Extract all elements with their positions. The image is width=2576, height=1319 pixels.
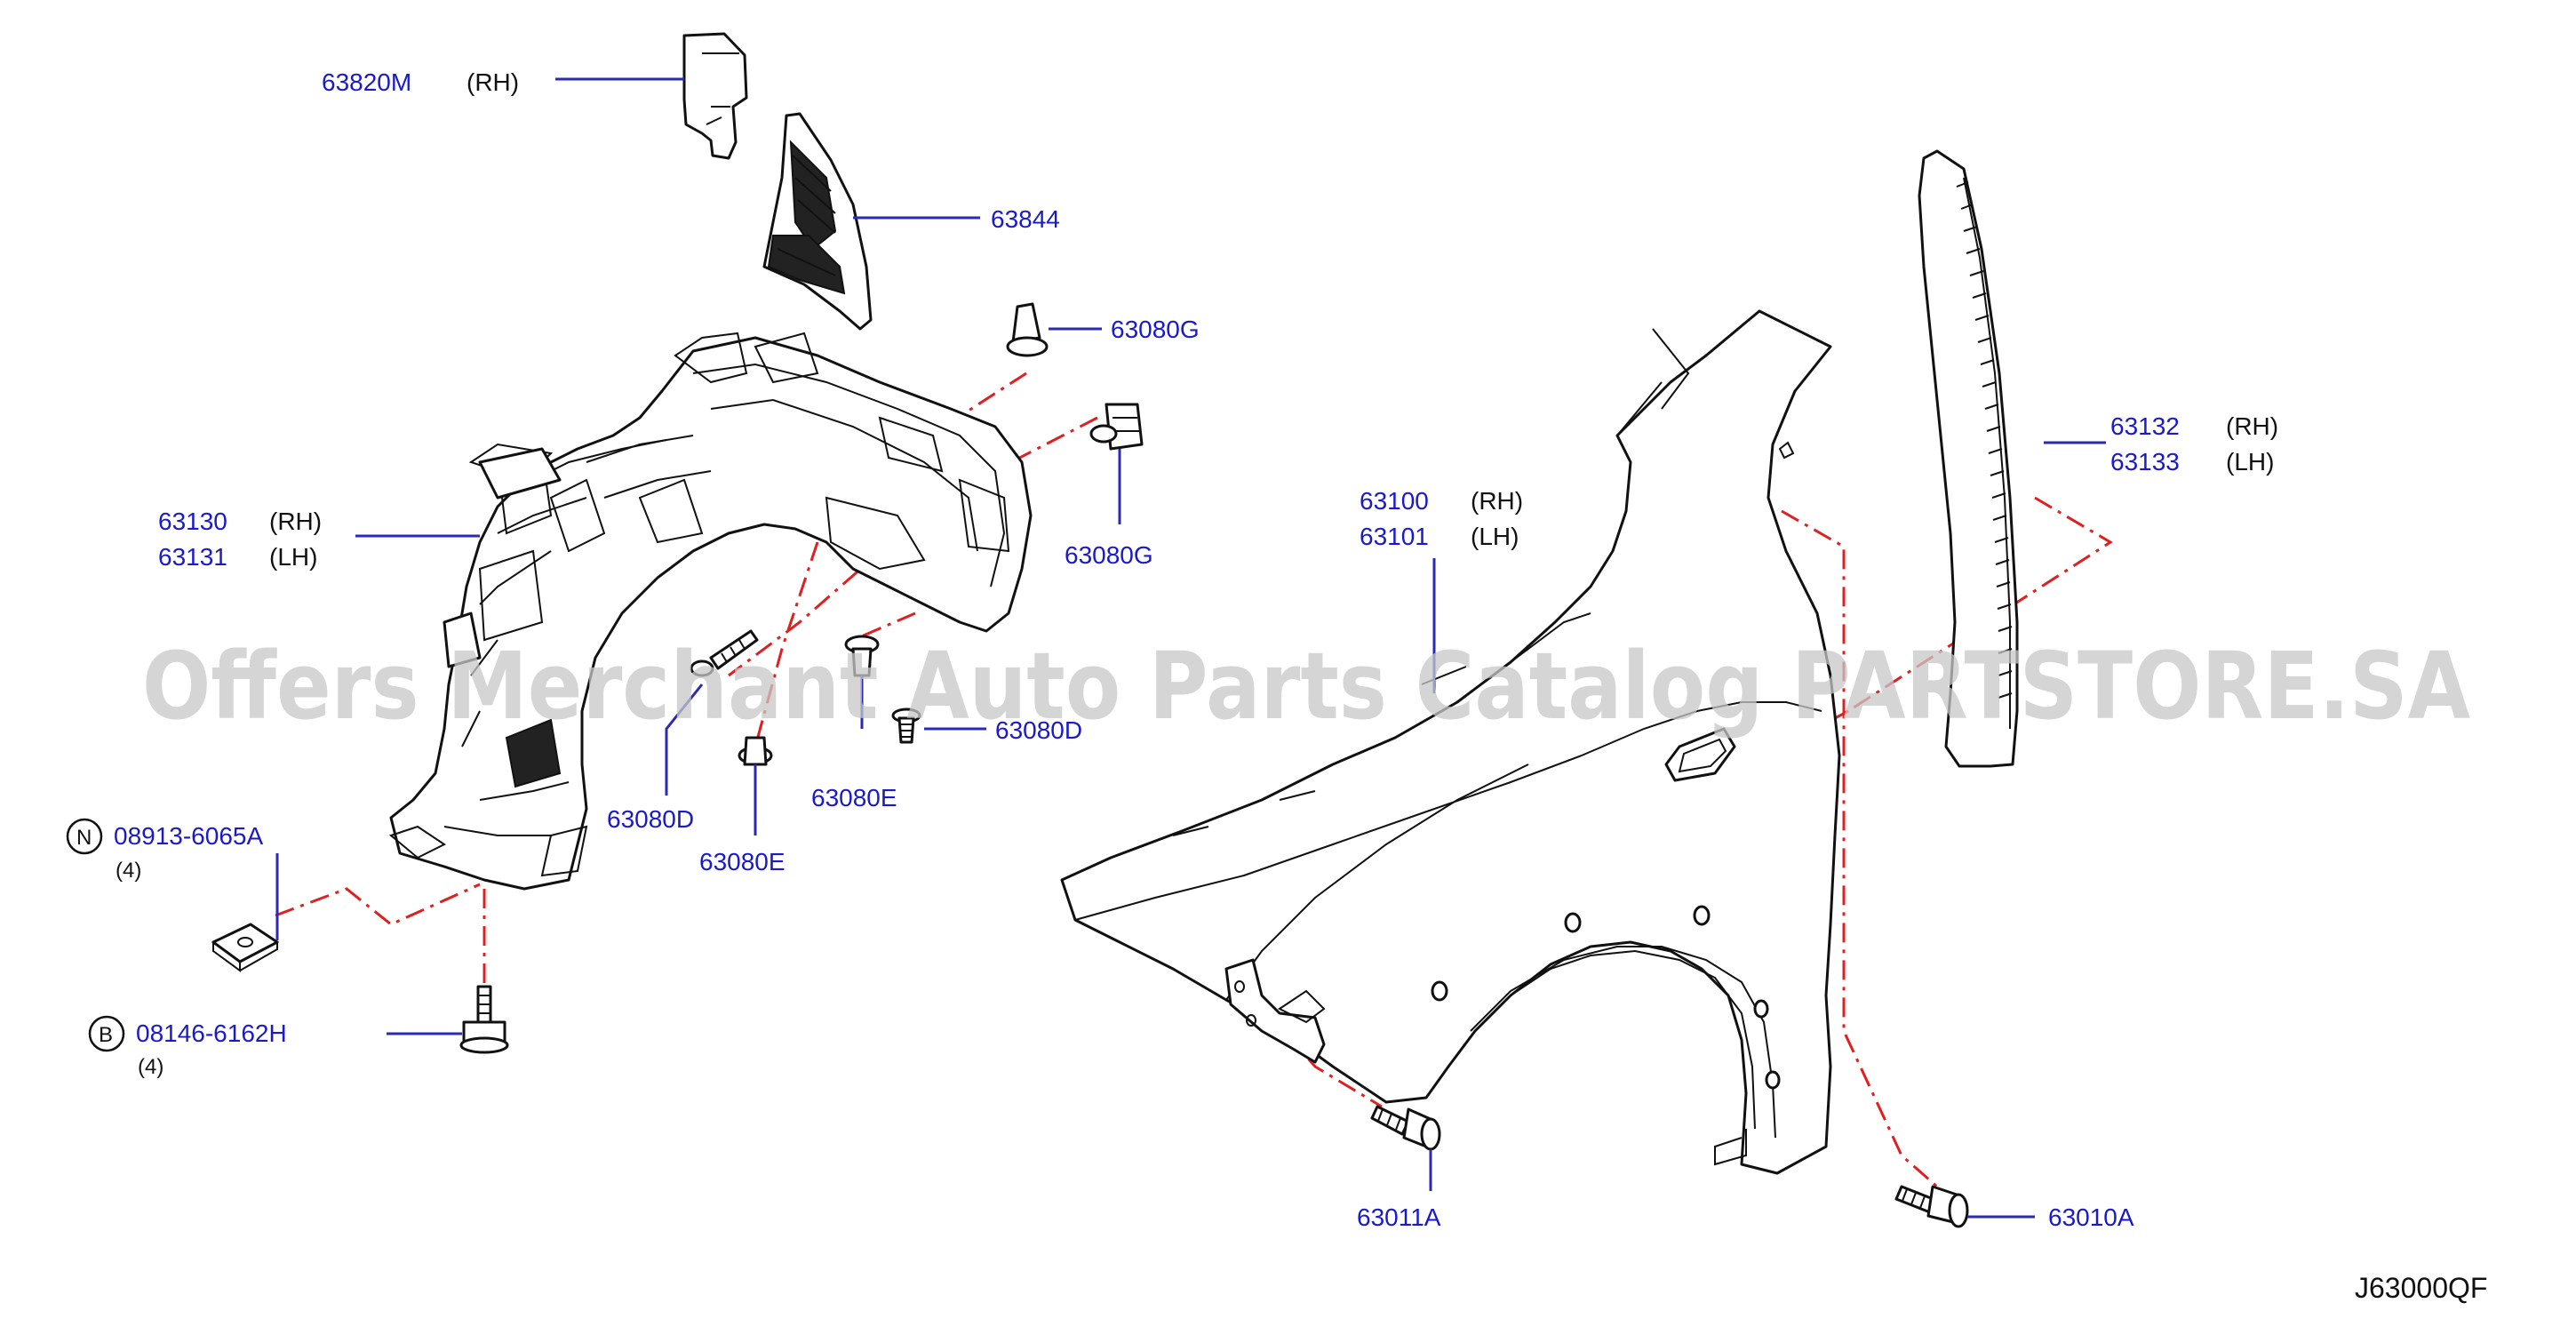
clip-63080E-low [738,736,773,766]
callout-63080E-mid[interactable]: 63080E [811,784,897,811]
bolt-63010A [1894,1185,1969,1228]
leader-lines [275,77,2106,1219]
fender-liner-63130 [388,332,1033,891]
part-number-63132[interactable]: 63132 [2110,412,2180,440]
diagram-code: J63000QF [2355,1272,2487,1304]
part-number-08146-6162H[interactable]: 08146-6162H [136,1019,287,1047]
side-63820M: (RH) [467,68,519,96]
side-63132: (RH) [2226,412,2278,440]
callout-63130[interactable]: 63130 (RH) 63131 (LH) [158,508,322,571]
b-prefix: B [99,1023,113,1047]
part-number-63844[interactable]: 63844 [991,205,1060,233]
callout-63080G-mid[interactable]: 63080G [1065,541,1153,569]
callout-63080E-low[interactable]: 63080E [699,848,786,875]
duct-grille-63844 [762,112,873,331]
fender-seal-63132 [1918,149,2019,768]
part-number-63820M[interactable]: 63820M [322,68,411,96]
front-fender-63100 [1060,309,1841,1175]
b-circle-icon [88,1015,125,1052]
bolt-08146-6162H [459,985,509,1054]
part-number-63080G-top[interactable]: 63080G [1111,316,1200,343]
screw-63080D-right [891,707,921,744]
part-number-63100[interactable]: 63100 [1360,487,1429,515]
part-number-63080G-mid[interactable]: 63080G [1065,541,1153,569]
side-63131: (LH) [269,543,317,571]
callout-63820M[interactable]: 63820M (RH) [322,68,519,96]
side-63101: (LH) [1471,523,1519,550]
watermark-text: Offers Merchant Auto Parts Catalog PARTS… [142,632,2470,740]
n-prefix: N [76,826,92,850]
callout-63011A[interactable]: 63011A [1357,1203,1441,1231]
part-number-08913-6065A[interactable]: 08913-6065A [114,822,263,850]
callout-63080D-left[interactable]: 63080D [607,805,694,833]
screw-63080D-left [690,629,759,677]
part-number-63130[interactable]: 63130 [158,508,227,535]
part-number-63080D-right[interactable]: 63080D [995,716,1082,744]
side-63130: (RH) [269,508,322,535]
n-circle-icon [66,818,103,855]
qty-08913-6065A: (4) [116,859,141,883]
side-63133: (LH) [2226,448,2274,476]
part-number-63101[interactable]: 63101 [1360,523,1429,550]
part-number-63080D-left[interactable]: 63080D [607,805,694,833]
part-number-63080E-low[interactable]: 63080E [699,848,786,875]
callout-08913-6065A[interactable]: N 08913-6065A (4) [66,818,263,883]
side-63100: (RH) [1471,487,1523,515]
part-number-63010A[interactable]: 63010A [2048,1203,2134,1231]
part-number-63080E-mid[interactable]: 63080E [811,784,897,811]
part-number-63011A[interactable]: 63011A [1357,1203,1441,1231]
callout-63844[interactable]: 63844 [991,205,1060,233]
callout-08146-6162H[interactable]: B 08146-6162H (4) [88,1015,287,1079]
bracket-63820M [682,32,748,160]
qty-08146-6162H: (4) [138,1055,163,1079]
clip-63080G-mid [1089,403,1144,451]
part-number-63131[interactable]: 63131 [158,543,227,571]
clip-63080G-top [1006,302,1049,357]
callout-63080D-right[interactable]: 63080D [995,716,1082,744]
callout-63132[interactable]: 63132 (RH) 63133 (LH) [2110,412,2278,476]
callout-63100[interactable]: 63100 (RH) 63101 (LH) [1360,487,1523,550]
bolt-63011A [1370,1105,1441,1151]
clip-63080E-mid [844,635,880,677]
callout-63080G-top[interactable]: 63080G [1111,316,1200,343]
part-number-63133[interactable]: 63133 [2110,448,2180,476]
nut-08913-6065A [211,923,279,972]
callout-63010A[interactable]: 63010A [2048,1203,2134,1231]
